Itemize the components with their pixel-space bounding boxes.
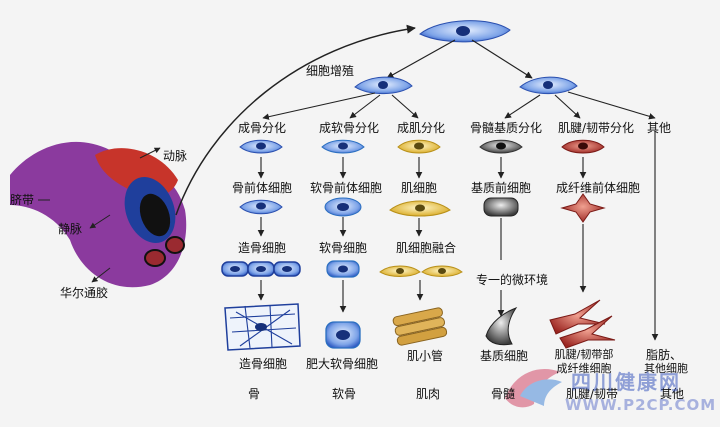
label-hypertrophic-chondrocyte: 肥大软骨细胞 [305,357,379,371]
tissue-cartilage: 软骨 [331,387,357,401]
label-tendon-fibroblast-line2: 成纤维细胞 [556,362,612,375]
branch-arrows [262,91,656,120]
tissue-bone: 骨 [247,387,261,401]
osteo-early-cell [239,139,283,154]
label-osteoblast: 造骨细胞 [237,241,287,255]
artery-leader-line [139,147,161,159]
myo-early-cell [397,139,441,154]
lineage-title-stroma: 骨髓基质分化 [469,121,543,135]
tendon-fibroblasts [549,299,616,349]
tissue-bone-marrow: 骨髓 [490,387,516,401]
label-other-cells-line1: 脂肪、 [645,348,683,362]
daughter-cell-left [354,76,413,95]
label-stromal-cell: 基质细胞 [479,349,529,363]
stem-cell-top [419,20,511,43]
label-chondro-progenitor: 软骨前体细胞 [309,181,383,195]
arrows-stage-2 [257,157,587,179]
stromal-early-cell [479,139,523,154]
label-myoblast-fusion: 肌细胞融合 [395,241,457,255]
arrows-stage-3 [257,217,423,237]
label-osteoblast-mature: 造骨细胞 [238,357,288,371]
stromal-precursor-cell [483,197,519,217]
watermark-url: WWW.P2CP.COM [565,396,717,414]
umbilical-cord-illustration [10,141,187,288]
watermark-logo-icon [505,369,562,408]
label-chondrocyte: 软骨细胞 [318,241,368,255]
osteoblast-chain [221,261,301,277]
chondrocyte-cell [326,260,360,278]
tissue-other: 其他 [659,387,685,401]
label-osteo-progenitor: 骨前体细胞 [231,181,293,195]
tissue-tendon-ligament: 肌腱/韧带 [565,387,619,401]
arrows-stage-4 [257,132,659,341]
cord-to-stem-cell-arrow [175,24,416,216]
label-myotube: 肌小管 [406,349,444,363]
label-artery: 动脉 [163,149,188,163]
label-fibroblast-precursor: 成纤维前体细胞 [555,181,641,195]
myoblast-cell [389,200,451,217]
lineage-title-other: 其他 [646,121,672,135]
label-wharton-jelly: 华尔通胶 [60,286,109,300]
label-tendon-fibroblast-line1: 肌腱/韧带部 [554,348,614,361]
myotube-bundle [392,307,448,346]
wharton-jelly-leader-line [91,267,111,283]
daughter-cell-right [519,76,578,95]
label-umbilical-cord: 脐带 [10,193,35,207]
lineage-title-myo: 成肌分化 [396,121,446,135]
hypertrophic-chondrocyte [325,321,361,349]
tendon-early-cell [561,139,605,154]
vein-leader-line [89,214,111,229]
stromal-cell [485,307,518,346]
label-other-cells-line2: 其他细胞 [644,362,688,375]
myoblast-fusion-cells [379,265,463,277]
lineage-title-tendon: 肌腱/韧带分化 [557,121,635,135]
proliferation-arrow-right [471,39,533,79]
watermark-brand: 四川健康网 [571,370,681,394]
label-stromal-precursor: 基质前细胞 [470,181,532,195]
label-vein: 静脉 [58,222,83,236]
lineage-title-osteo: 成骨分化 [237,121,287,135]
bone-matrix [224,303,301,351]
label-myocyte: 肌细胞 [400,181,438,195]
chondro-early-cell [321,139,365,154]
lineage-title-chondro: 成软骨分化 [318,121,380,135]
label-proliferation: 细胞增殖 [306,64,355,78]
osteo-progenitor-cell [239,199,283,215]
label-specific-microenvironment: 专一的微环境 [475,273,549,287]
fibroblast-precursor-cell [560,193,606,223]
proliferation-arrow-left [386,39,456,79]
tissue-muscle: 肌肉 [415,387,441,401]
chondro-progenitor-cell [324,197,362,217]
